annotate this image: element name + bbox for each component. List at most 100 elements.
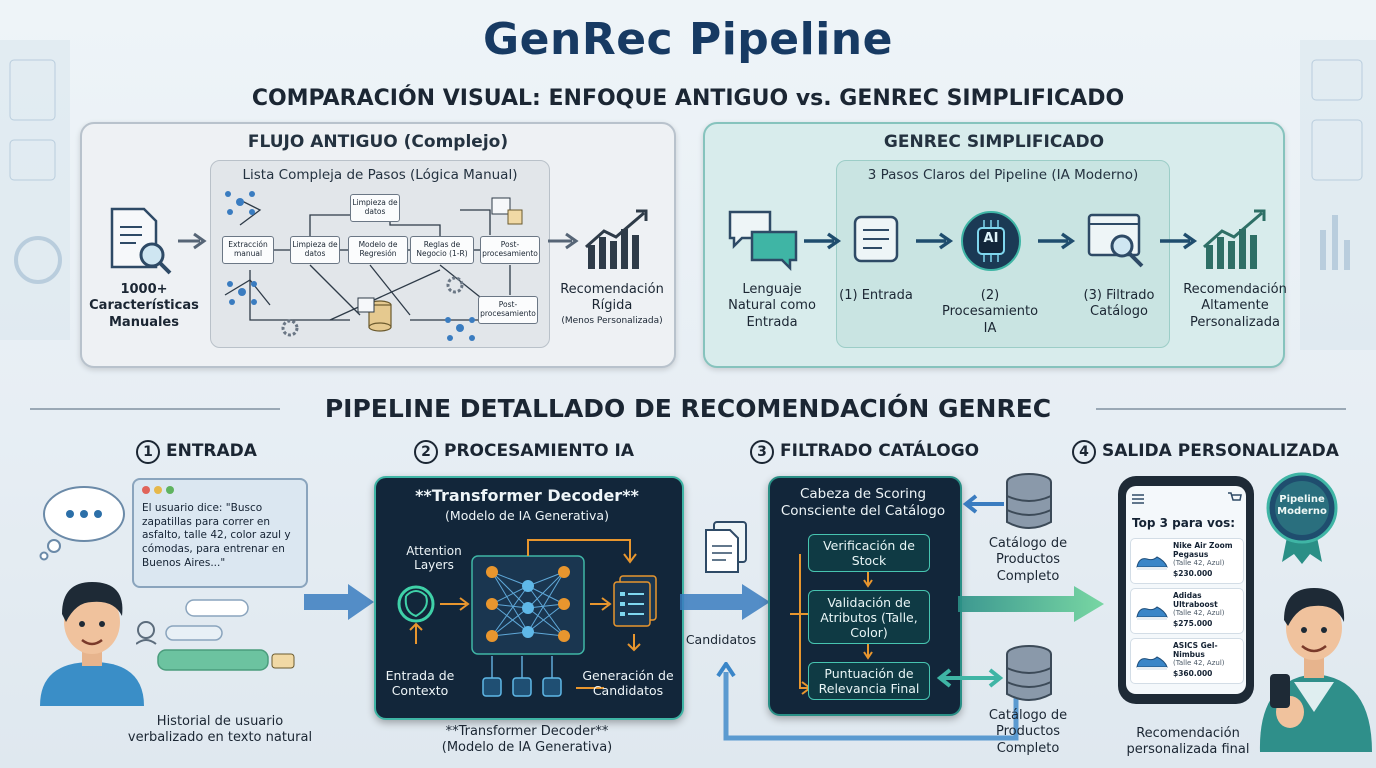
pipeline-badge-label: Pipeline Moderno [1277,494,1327,517]
arrow-right-icon [1038,232,1076,250]
new-flow-title: GENREC SIMPLIFICADO [883,132,1105,152]
feedback-arrow [716,662,1019,741]
old-box-extraction: Extracción manual [222,236,274,264]
new-input-label: Lenguaje Natural como Entrada [728,282,816,330]
attention-layers-label: Attention Layers [406,544,462,573]
old-flow-inner-title: Lista Compleja de Pasos (Lógica Manual) [242,167,518,183]
new-flow-inner-title: 3 Pasos Claros del Pipeline (IA Moderno) [867,167,1139,183]
new-step-processing: (2) Procesamiento IA [941,288,1039,336]
divider-left [30,408,280,410]
arrow-right-icon [1160,232,1198,250]
chat-bubbles-icon [728,210,798,272]
window-controls [142,486,182,496]
product-name: Adidas Ultraboost [1173,591,1218,609]
phone-list-title: Top 3 para vos: [1132,516,1236,530]
minimize-dot-icon [154,486,162,494]
product-price: $230.000 [1173,569,1213,578]
candidate-generation-label: Generación de Candidatos [582,668,674,698]
bidirectional-arrow-icon [936,668,1004,688]
arrow-right-icon [804,232,842,250]
old-box-business-rules: Reglas de Negocio (1-R) [410,236,474,264]
chat-reply-bubbles [136,599,295,671]
neural-network-diagram [397,539,657,697]
detail-title: PIPELINE DETALLADO DE RECOMENDACIÓN GENR… [324,394,1052,423]
old-box-regression: Modelo de Regresión [348,236,408,264]
product-price: $360.000 [1173,669,1213,678]
divider-right [1096,408,1346,410]
document-search-icon [110,207,172,275]
old-output-label: Recomendación Rígida [560,282,664,313]
old-flowchart-lines [224,191,523,341]
product-card[interactable]: Adidas Ultraboost (Talle 42, Azul) $275.… [1130,588,1244,634]
product-detail: (Talle 42, Azul) [1173,609,1225,617]
product-name: Nike Air Zoom Pegasus [1173,541,1233,559]
comparison-subtitle: COMPARACIÓN VISUAL: ENFOQUE ANTIGUO vs. … [251,86,1125,111]
product-name: ASICS Gel-Nimbus [1173,641,1218,659]
growth-chart-icon [1203,209,1266,269]
arrow-right-icon [178,232,207,250]
candidates-label: Candidatos [685,632,757,647]
catalog-search-icon [1087,213,1144,268]
chat-window: El usuario dice: "Busco zapatillas para … [132,478,308,588]
database-icon [1006,473,1052,529]
transformer-subtitle: (Modelo de IA Generativa) [445,508,609,523]
menu-icon [1132,494,1144,504]
cart-icon [1228,492,1242,501]
transformer-caption-sub: (Modelo de IA Generativa) [441,740,613,755]
chat-message-text: El usuario dice: "Busco zapatillas para … [142,502,291,569]
old-output-note: (Menos Personalizada) [561,316,663,326]
close-dot-icon [142,486,150,494]
product-price: $275.000 [1173,619,1213,628]
old-box-postprocessing-1: Post-procesamiento [480,236,540,264]
output-caption: Recomendación personalizada final [1126,726,1250,758]
sneaker-icon [1136,656,1168,670]
catalog-bottom-label: Catálogo de Productos Completo [988,708,1068,756]
document-lines-icon [853,215,899,263]
new-step-input: (1) Entrada [839,288,913,303]
bar-chart-icon [585,209,648,269]
arrow-left-icon [962,494,1004,514]
person-with-phone [1259,588,1372,752]
arrow-right-icon [304,584,374,620]
transformer-title: **Transformer Decoder** [415,486,639,505]
scoring-title: Cabeza de Scoring Consciente del Catálog… [780,486,946,519]
new-output-label: Recomendación Altamente Personalizada [1183,282,1287,330]
context-input-label: Entrada de Contexto [385,668,455,698]
user-avatar [40,582,144,706]
sneaker-icon [1136,606,1168,620]
ai-chip-icon [961,211,1021,271]
arrow-down-icon [863,644,873,660]
product-card[interactable]: Nike Air Zoom Pegasus (Talle 42, Azul) $… [1130,538,1244,584]
page-title: GenRec Pipeline [483,14,893,65]
arrow-right-icon [680,584,770,620]
old-box-cleaning-top: Limpieza de datos [350,194,400,222]
badge-ribbon-icon [1266,472,1338,564]
arrow-right-icon [548,232,579,250]
thought-bubble-icon [39,486,125,561]
old-box-postprocessing-2: Post-procesamiento [478,296,538,324]
old-box-cleaning: Limpieza de datos [290,236,340,264]
new-step-filter: (3) Filtrado Catálogo [1083,288,1155,320]
old-input-label: 1000+ Características Manuales [89,282,199,330]
arrow-down-icon [863,572,873,588]
candidates-doc-icon [705,521,747,573]
input-caption: Historial de usuario verbalizado en text… [127,714,313,746]
product-card[interactable]: ASICS Gel-Nimbus (Talle 42, Azul) $360.0… [1130,638,1244,684]
database-icon [1006,645,1052,701]
arrow-right-icon [958,586,1104,622]
catalog-top-label: Catálogo de Productos Completo [988,536,1068,584]
stock-check-box: Verificación de Stock [808,534,930,572]
ai-chip-label: AI [983,231,999,246]
maximize-dot-icon [166,486,174,494]
sneaker-icon [1136,556,1168,570]
old-flow-title: FLUJO ANTIGUO (Complejo) [247,132,509,152]
arrow-right-icon [916,232,954,250]
product-detail: (Talle 42, Azul) [1173,559,1225,567]
product-detail: (Talle 42, Azul) [1173,659,1225,667]
relevance-score-box: Puntuación de Relevancia Final [808,662,930,700]
